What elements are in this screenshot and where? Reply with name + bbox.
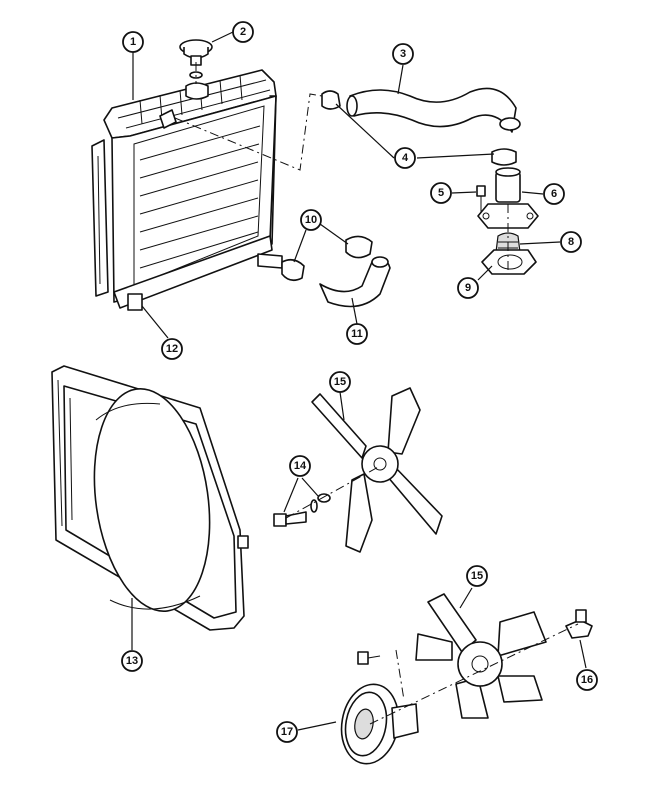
centerlines — [285, 204, 579, 725]
svg-text:12: 12 — [166, 343, 178, 355]
housing-bolt — [476, 185, 486, 212]
svg-text:17: 17 — [281, 726, 293, 738]
callout-6: 6 — [543, 183, 565, 205]
callout-5: 5 — [430, 182, 452, 204]
lower-hose-clamps — [281, 235, 373, 282]
fan-shroud — [51, 365, 249, 631]
cooling-fan-upper — [311, 387, 443, 553]
svg-text:14: 14 — [294, 460, 307, 472]
callout-2: 2 — [232, 21, 254, 43]
callout-3: 3 — [392, 43, 414, 65]
svg-text:4: 4 — [402, 152, 409, 164]
fan-bolt-small — [357, 651, 381, 665]
svg-text:1: 1 — [130, 36, 136, 48]
callout-13: 13 — [121, 650, 143, 672]
fan-clutch — [340, 683, 419, 765]
upper-hose-clamps — [174, 90, 517, 171]
water-pump-stud — [565, 609, 593, 639]
svg-text:16: 16 — [581, 674, 593, 686]
svg-text:13: 13 — [126, 655, 138, 667]
leader-lines — [131, 31, 587, 731]
callout-15a: 15 — [329, 371, 351, 393]
lower-radiator-hose — [319, 256, 391, 308]
svg-text:10: 10 — [305, 214, 317, 226]
svg-text:2: 2 — [240, 26, 246, 38]
svg-text:8: 8 — [568, 236, 574, 248]
thermostat-housing — [477, 167, 539, 229]
svg-text:15: 15 — [471, 570, 483, 582]
radiator — [91, 69, 283, 311]
callout-16: 16 — [576, 669, 598, 691]
callout-11: 11 — [346, 323, 368, 345]
upper-radiator-hose — [346, 87, 521, 133]
callout-1: 1 — [122, 31, 144, 53]
svg-text:11: 11 — [351, 328, 363, 340]
svg-text:5: 5 — [438, 187, 444, 199]
callout-8: 8 — [560, 231, 582, 253]
callout-10: 10 — [300, 209, 322, 231]
svg-text:9: 9 — [465, 282, 471, 294]
callout-14: 14 — [289, 455, 311, 477]
callout-17: 17 — [276, 721, 298, 743]
svg-text:6: 6 — [551, 188, 557, 200]
cooling-fan-lower — [415, 593, 547, 719]
callout-12: 12 — [161, 338, 183, 360]
callout-4: 4 — [394, 147, 416, 169]
radiator-cap — [179, 39, 213, 84]
thermostat-gasket — [481, 249, 537, 275]
svg-text:3: 3 — [400, 48, 406, 60]
callout-15b: 15 — [466, 565, 488, 587]
callout-9: 9 — [457, 277, 479, 299]
svg-text:15: 15 — [334, 376, 346, 388]
